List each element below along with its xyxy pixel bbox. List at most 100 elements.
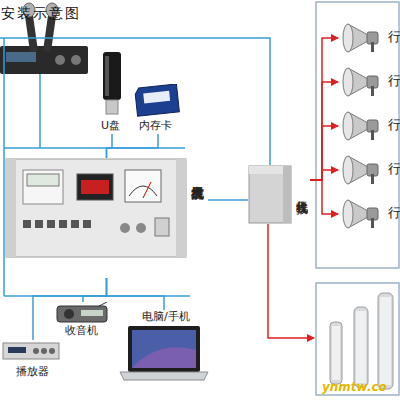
cable-line xyxy=(107,134,113,158)
signal-arrow xyxy=(310,126,338,180)
column-speakers-part xyxy=(380,297,391,385)
column-speakers-part xyxy=(332,326,340,380)
player-part xyxy=(8,347,26,353)
horn-speaker xyxy=(338,152,382,188)
signal-arrow xyxy=(310,180,338,214)
rack-transmitter-part xyxy=(125,170,161,202)
laptop-part xyxy=(128,326,200,372)
cable-line xyxy=(33,278,107,340)
laptop-part xyxy=(132,330,196,368)
usb-drive xyxy=(95,50,129,118)
radio xyxy=(55,302,111,324)
horn-speaker-part xyxy=(371,86,374,96)
horn-speaker-node: 行 xyxy=(338,20,400,56)
horn-speaker xyxy=(338,196,382,232)
radio-part xyxy=(64,309,74,319)
column-feed-arrow xyxy=(268,224,314,338)
left-wire xyxy=(3,38,5,296)
microphone-receiver-part xyxy=(71,55,81,65)
horn-speaker-part xyxy=(343,112,353,140)
horn-speaker xyxy=(338,64,382,100)
horn-speaker-node: 行 xyxy=(338,196,400,232)
signal-arrow xyxy=(310,170,338,180)
node-label: 行 xyxy=(388,118,400,132)
usb-drive-part xyxy=(103,52,121,100)
sd-card-part xyxy=(143,91,170,104)
rack-transmitter-part xyxy=(155,218,169,236)
node-label: 收音机 xyxy=(65,325,98,337)
horn-speaker-part xyxy=(371,42,374,52)
node-label: 内存卡 xyxy=(139,120,172,132)
player-part xyxy=(33,348,39,354)
signal-arrow xyxy=(310,38,338,180)
horn-speaker xyxy=(338,20,382,56)
node-label: 行 xyxy=(388,206,400,220)
horn-speaker-part xyxy=(371,218,374,228)
cable-line xyxy=(107,134,159,158)
horn-speaker xyxy=(338,108,382,144)
watermark: ynmtw.co xyxy=(322,381,387,394)
rack-transmitter xyxy=(5,158,187,258)
player xyxy=(2,340,62,362)
rack-transmitter-part xyxy=(83,220,91,228)
rack-transmitter-part xyxy=(23,220,31,228)
laptop-part xyxy=(132,347,196,368)
laptop-node: 电脑/手机 xyxy=(118,310,210,392)
rack-transmitter-part xyxy=(27,174,59,186)
radio-part xyxy=(57,306,107,322)
player-node: 播放器 xyxy=(0,340,66,388)
rack-transmitter-part xyxy=(71,220,79,228)
rack-transmitter-part xyxy=(23,170,63,204)
rack-transmitter-part xyxy=(77,174,113,200)
horn-speaker-part xyxy=(343,68,353,96)
laptop-part xyxy=(120,372,208,380)
node-label: 电脑/手机 xyxy=(142,311,190,323)
rack-transmitter-part xyxy=(129,186,157,196)
column-speakers xyxy=(330,293,393,389)
rack-transmitter-part xyxy=(35,220,43,228)
horn-speaker-node: 行 xyxy=(338,64,400,100)
microphone-receiver-part xyxy=(6,52,36,62)
column-speakers-part xyxy=(356,311,366,383)
column-frame xyxy=(316,283,399,395)
column-speakers-part xyxy=(354,307,368,387)
node-label: 播放器 xyxy=(16,366,49,378)
cable-line xyxy=(208,199,248,201)
rack-transmitter-part xyxy=(81,180,109,194)
radio-part xyxy=(99,302,107,306)
rack-transmitter-part xyxy=(59,220,67,228)
usb-drive-node: U盘 xyxy=(95,50,129,134)
rack-transmitter-part xyxy=(143,182,151,198)
receiver-box xyxy=(248,165,292,225)
top-bus-wire xyxy=(4,74,185,148)
bottom-bus-wire xyxy=(4,295,190,297)
horn-speaker-node: 行 xyxy=(338,152,400,188)
sd-card-part xyxy=(135,84,180,116)
sd-card xyxy=(134,84,182,118)
rack-transmitter-part xyxy=(6,159,186,257)
node-label: 行 xyxy=(388,162,400,176)
rack-transmitter-part xyxy=(6,159,16,257)
rack-transmitter-part xyxy=(47,220,55,228)
horn-speaker-part xyxy=(343,200,353,228)
transmitter-node: 无线广播发射机 xyxy=(5,158,208,278)
node-label: U盘 xyxy=(101,120,120,132)
microphone-receiver xyxy=(0,3,88,74)
usb-drive-part xyxy=(105,56,109,96)
rack-transmitter-part xyxy=(136,223,146,233)
cable-line xyxy=(83,278,107,302)
receiver-box-part xyxy=(283,166,291,223)
receiver-node: 无线接收机 xyxy=(248,165,310,270)
diagram-title: 安装示意图 xyxy=(1,6,81,21)
usb-drive-part xyxy=(106,100,118,114)
rack-transmitter-part xyxy=(176,159,186,257)
player-part xyxy=(3,343,59,359)
top-wire xyxy=(0,38,270,165)
radio-node: 收音机 xyxy=(55,302,111,340)
horn-speaker-part xyxy=(371,174,374,184)
signal-arrow xyxy=(310,82,338,180)
radio-part xyxy=(81,310,103,316)
microphone-receiver-part xyxy=(55,55,65,65)
column-speakers-part xyxy=(330,322,342,384)
